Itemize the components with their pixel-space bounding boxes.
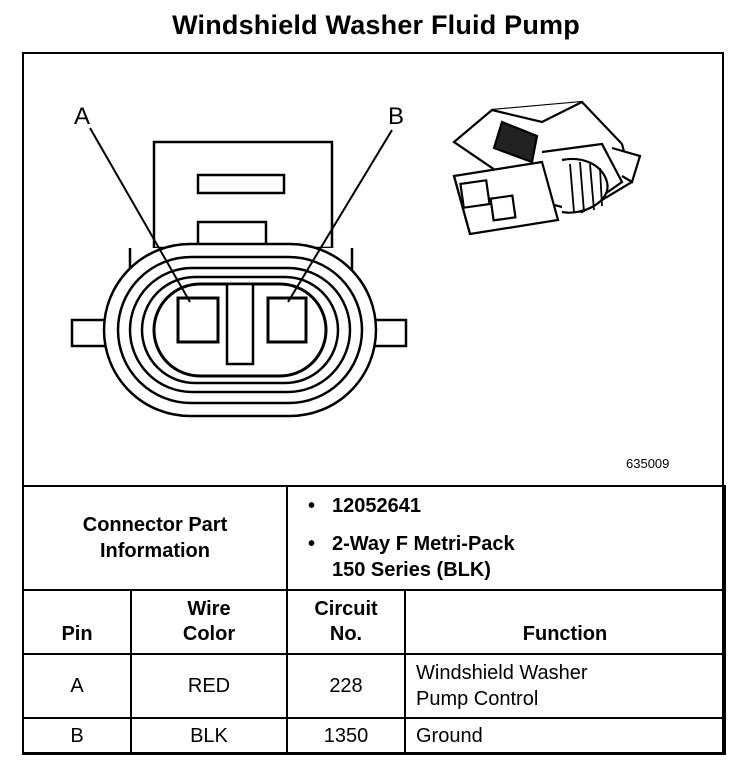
part-number-text: 12052641 (332, 495, 421, 517)
connector-part-info-cell: • 12052641 • 2-Way F Metri-Pack 150 Seri… (286, 485, 726, 591)
row-b-circuit: 1350 (286, 717, 406, 755)
row-b-wire-color: BLK (130, 717, 288, 755)
bullet-connector-type: • 2-Way F Metri-Pack 150 Series (BLK) (308, 531, 724, 583)
center-divider (225, 282, 255, 366)
figure-number: 635009 (626, 456, 670, 471)
header-wire-line2: Color (182, 623, 236, 645)
callout-leader-b (287, 129, 393, 303)
connector-type-line2: 150 Series (BLK) (332, 559, 491, 581)
connector-type-line1: 2-Way F Metri-Pack (332, 533, 515, 555)
row-a-function: Windshield Washer Pump Control (404, 653, 726, 719)
connector-part-label-line2: Information (100, 540, 210, 562)
bullet-icon: • (308, 533, 316, 555)
header-circuit-no: Circuit No. (286, 589, 406, 655)
table-row: A RED 228 Windshield Washer Pump Control (22, 653, 726, 719)
terminal-cavity-b (266, 296, 308, 344)
connector-part-row: Connector Part Information • 12052641 • … (22, 485, 726, 591)
connector-type-text: 2-Way F Metri-Pack 150 Series (BLK) (332, 531, 515, 583)
header-function: Function (404, 589, 726, 655)
callout-leader-a (89, 127, 191, 303)
connector-ring-2 (116, 255, 364, 405)
terminal-cavity-a (176, 296, 220, 344)
row-a-circuit: 228 (286, 653, 406, 719)
row-a-pin: A (22, 653, 132, 719)
bullet-icon: • (308, 495, 316, 517)
header-circuit-line1: Circuit (314, 598, 378, 620)
header-circuit-line2: No. (329, 623, 363, 645)
table-row: B BLK 1350 Ground (22, 717, 726, 755)
connector-info-table: Connector Part Information • 12052641 • … (22, 485, 726, 755)
connector-ring-3 (128, 266, 352, 394)
connector-part-label-line1: Connector Part (82, 514, 228, 536)
row-b-pin: B (22, 717, 132, 755)
row-b-function: Ground (404, 717, 726, 755)
row-a-function-line1: Windshield Washer (416, 662, 588, 684)
header-wire-color: Wire Color (130, 589, 288, 655)
connector-drawing: A B (70, 100, 642, 418)
table-header-row: Pin Wire Color Circuit No. Function (22, 589, 726, 655)
connector-isometric-sketch (452, 100, 642, 236)
header-pin: Pin (22, 589, 132, 655)
row-a-wire-color: RED (130, 653, 288, 719)
connector-part-label-cell: Connector Part Information (22, 485, 288, 591)
header-wire-line1: Wire (187, 598, 231, 620)
latch-window (196, 173, 286, 195)
row-a-function-line2: Pump Control (416, 688, 539, 710)
connector-ring-4 (140, 275, 340, 385)
callout-label-a: A (74, 103, 90, 130)
bullet-part-number: • 12052641 (308, 493, 724, 519)
callout-label-b: B (388, 103, 404, 130)
diagram-title: Windshield Washer Fluid Pump (172, 10, 580, 40)
